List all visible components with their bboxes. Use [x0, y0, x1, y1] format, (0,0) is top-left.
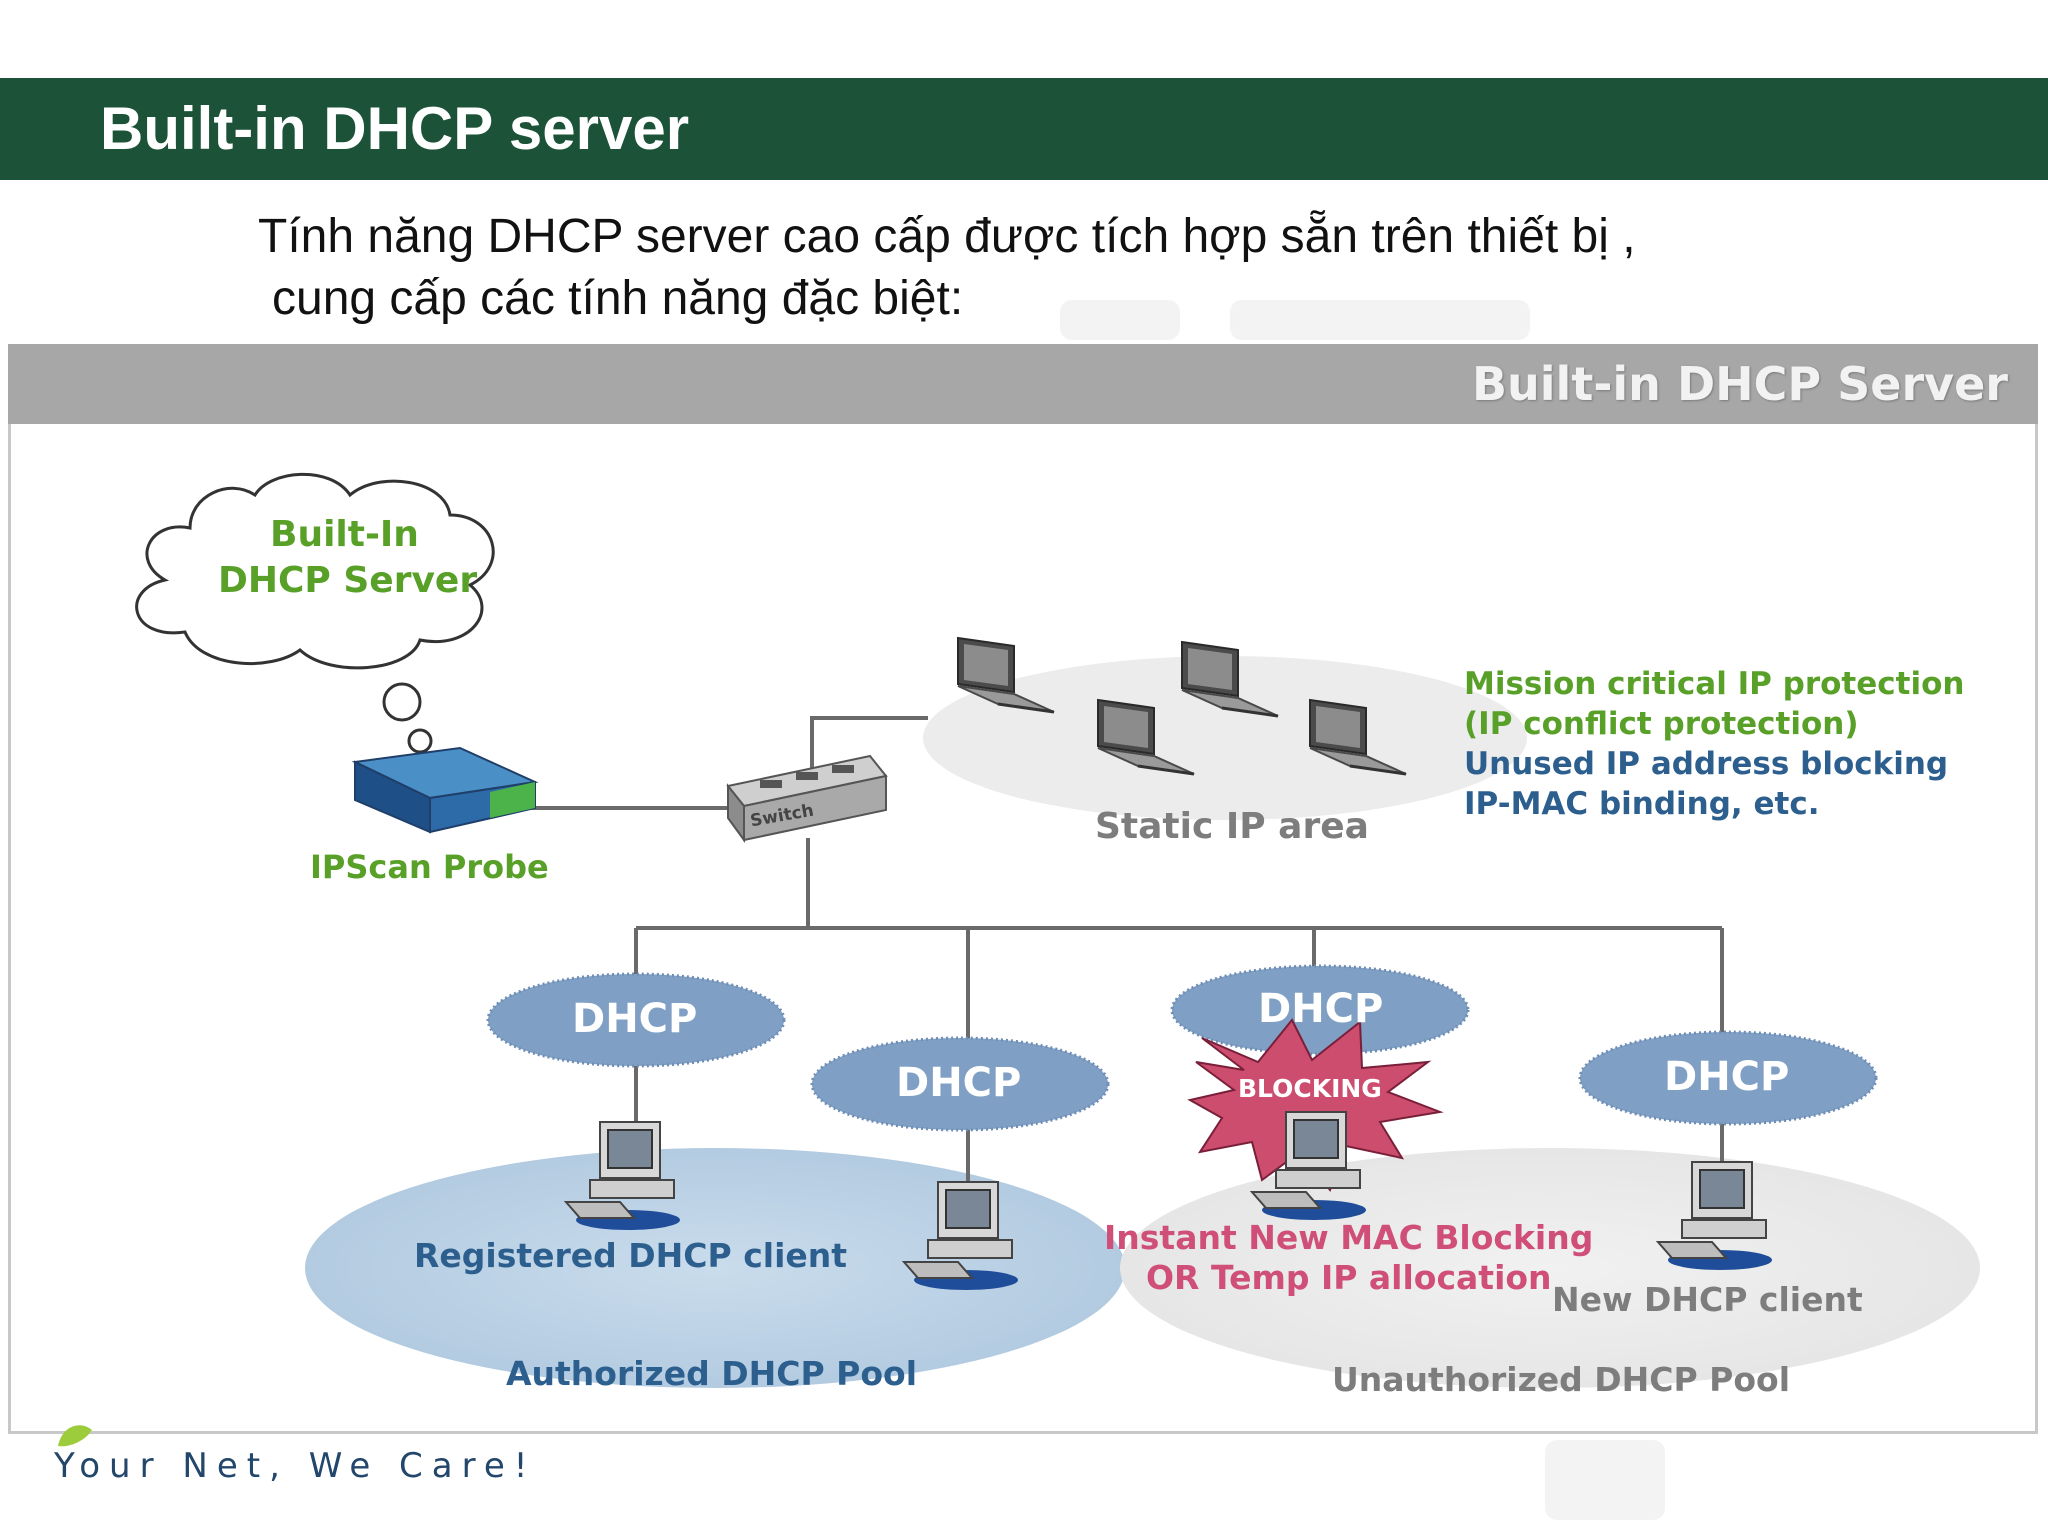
intro-line-2: cung cấp các tính năng đặc biệt: [272, 272, 964, 325]
dhcp-ellipse [486, 972, 786, 1068]
static-ip-area-label: Static IP area [1095, 806, 1369, 847]
connection-lines [505, 716, 1724, 1182]
title-bar: Built-in DHCP server [0, 78, 2048, 180]
cloud-label-2: DHCP Server [218, 560, 478, 601]
dhcp-label: DHCP [572, 996, 698, 1042]
dhcp-ellipse [810, 1036, 1110, 1132]
static-ip-area-ellipse [923, 656, 1527, 820]
probe-label: IPScan Probe [310, 848, 549, 886]
authorized-pool-ellipse [305, 1148, 1125, 1388]
registered-client-label: Registered DHCP client [414, 1236, 848, 1275]
feature-line-1: Mission critical IP protection [1464, 666, 1965, 702]
diagram-header: Built-in DHCP Server [8, 344, 2038, 424]
dhcp-ellipse [1578, 1030, 1878, 1126]
watermark-block [1060, 300, 1180, 340]
cloud-label-1: Built-In [270, 514, 419, 555]
dhcp-label: DHCP [1258, 986, 1384, 1032]
new-client-label: New DHCP client [1552, 1280, 1863, 1319]
probe-device-icon [351, 746, 539, 834]
intro-line-1: Tính năng DHCP server cao cấp được tích … [258, 210, 1636, 263]
blocking-label: BLOCKING [1238, 1074, 1382, 1103]
switch-icon [726, 754, 888, 844]
instant-blocking-label-2: OR Temp IP allocation [1146, 1258, 1552, 1297]
intro-text: Tính năng DHCP server cao cấp được tích … [258, 206, 1636, 330]
diagram-header-title: Built-in DHCP Server [1471, 357, 2008, 411]
feature-line-3: Unused IP address blocking [1464, 746, 1949, 782]
watermark-block [1230, 300, 1530, 340]
dhcp-label: DHCP [1664, 1054, 1790, 1100]
slide-title: Built-in DHCP server [100, 95, 690, 162]
authorized-pool-label: Authorized DHCP Pool [506, 1354, 918, 1393]
feature-line-4: IP-MAC binding, etc. [1464, 786, 1820, 822]
footer-slogan: Your Net, We Care! [54, 1446, 537, 1486]
cloud-icon [135, 472, 495, 754]
dhcp-label: DHCP [896, 1060, 1022, 1106]
watermark-block [1545, 1440, 1665, 1520]
instant-blocking-label-1: Instant New MAC Blocking [1104, 1218, 1594, 1257]
unauthorized-pool-label: Unauthorized DHCP Pool [1332, 1360, 1791, 1399]
feature-line-2: (IP conflict protection) [1464, 706, 1859, 742]
logo-mark-icon [58, 1425, 92, 1447]
